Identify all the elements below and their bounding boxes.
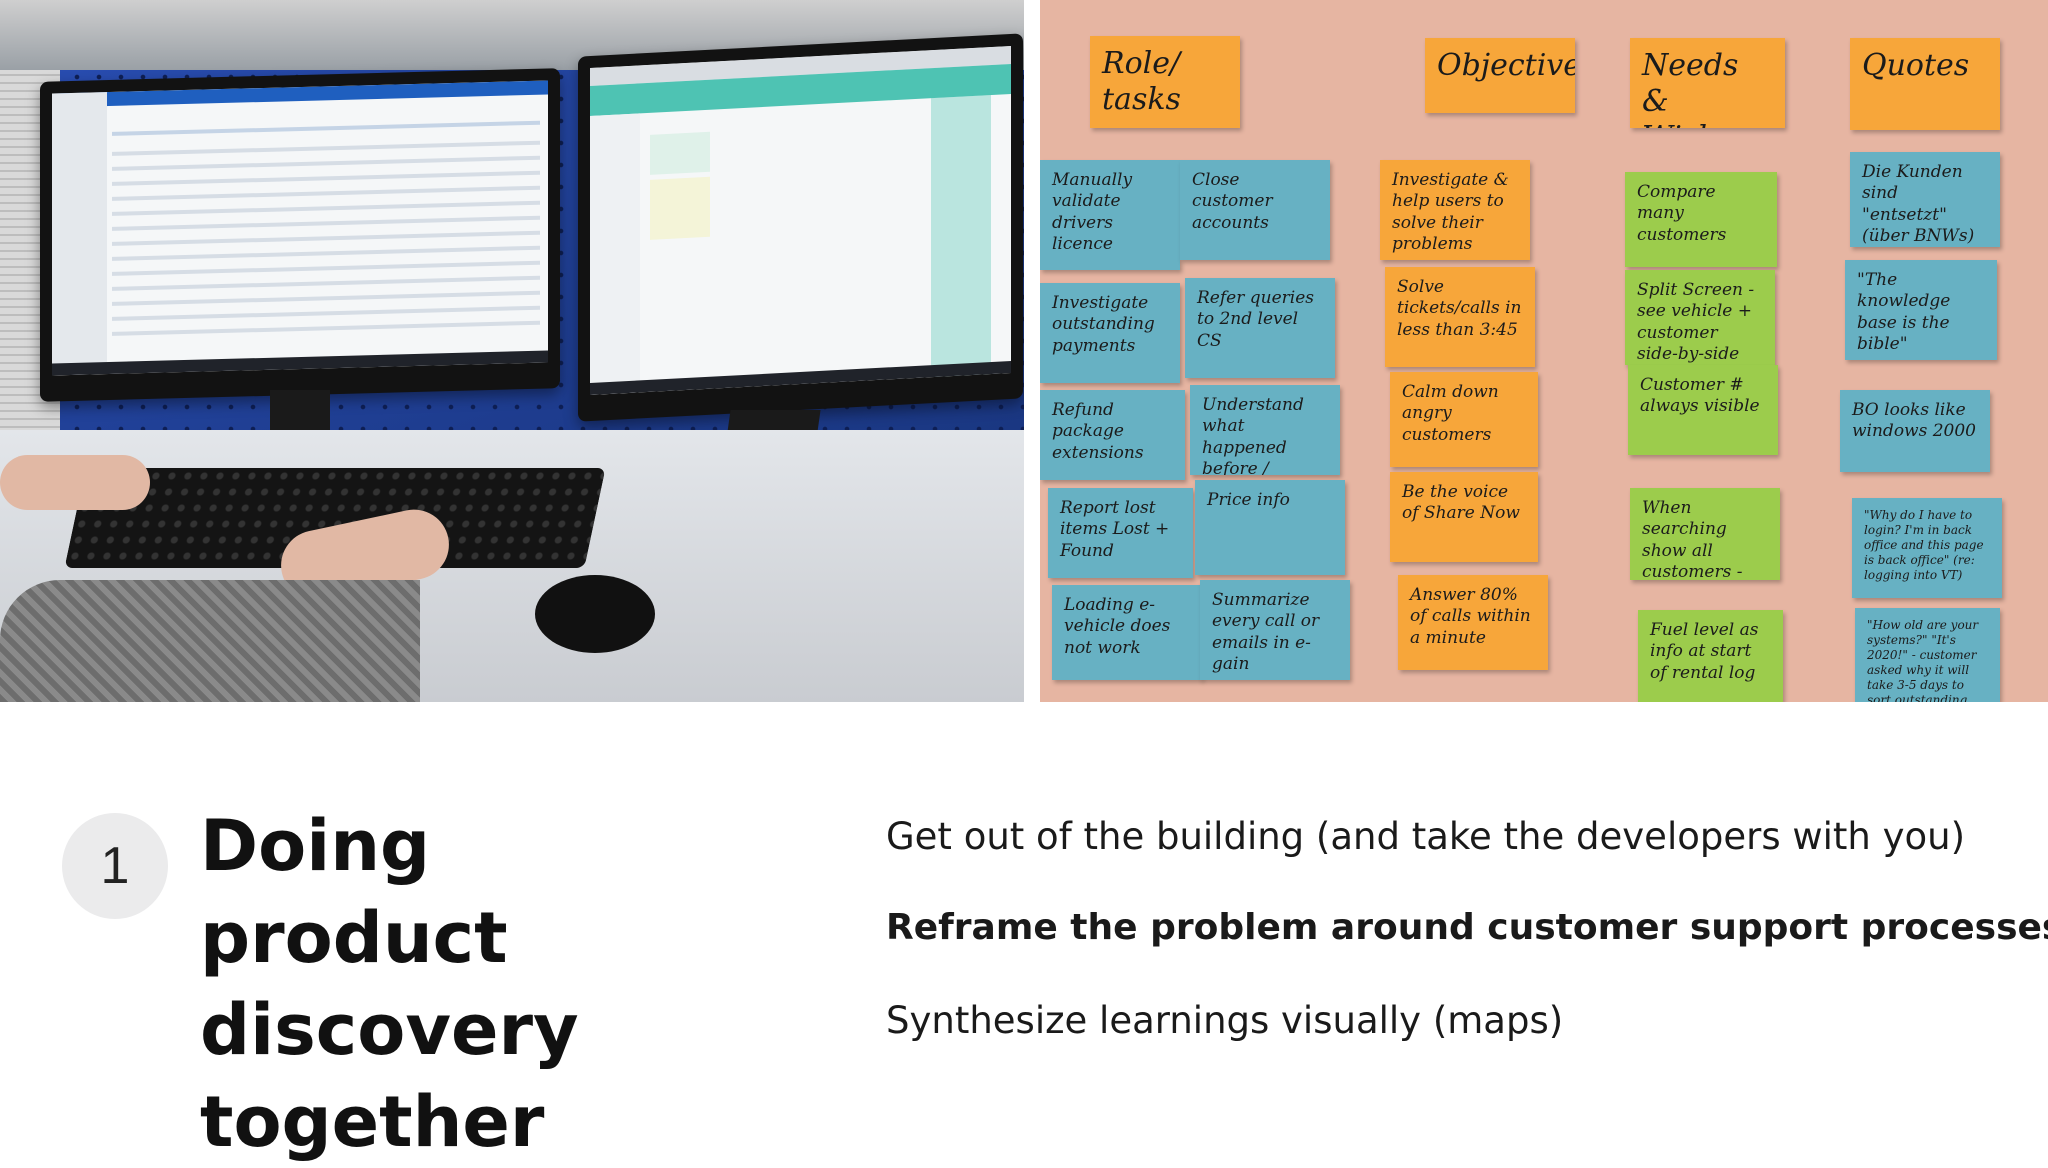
sticky-note: Be the voice of Share Now [1390, 472, 1538, 562]
sticky-note: Investigate & help users to solve their … [1380, 160, 1530, 260]
sticky-note: Die Kunden sind "entsetzt" (über BNWs) [1850, 152, 2000, 247]
sticky-note: Refer queries to 2nd level CS [1185, 278, 1335, 378]
header-note-quotes: Quotes [1850, 38, 2000, 130]
sticky-note: BO looks like windows 2000 [1840, 390, 1990, 472]
sticky-note: Split Screen - see vehicle + customer si… [1625, 270, 1775, 365]
sticky-note: Manually validate drivers licence [1040, 160, 1180, 270]
right-monitor [578, 33, 1023, 422]
left-monitor [40, 68, 560, 402]
photo-sticky-note-wall: Role/ tasks Manually validate drivers li… [1040, 0, 2048, 702]
mouse [535, 575, 655, 653]
photo-desk-monitors [0, 0, 1024, 702]
bullet-point: Synthesize learnings visually (maps) [886, 999, 1564, 1042]
sticky-note: Report lost items Lost + Found [1048, 488, 1193, 578]
sticky-note: Solve tickets/calls in less than 3:45 [1385, 267, 1535, 367]
sticky-note: "Why do I have to login? I'm in back off… [1852, 498, 2002, 598]
sticky-note: Answer 80% of calls within a minute [1398, 575, 1548, 670]
step-number-badge: 1 [62, 813, 168, 919]
sticky-note: Price info [1195, 480, 1345, 575]
bullet-point-highlighted: Reframe the problem around customer supp… [886, 907, 2048, 948]
sticky-note: Refund package extensions [1040, 390, 1185, 480]
sticky-note: Investigate outstanding payments [1040, 283, 1180, 383]
right-monitor-screen [590, 45, 1011, 396]
sticky-note: Loading e-vehicle does not work [1052, 585, 1202, 680]
sticky-note: Summarize every call or emails in e-gain [1200, 580, 1350, 680]
step-number: 1 [100, 837, 130, 895]
bullet-point: Get out of the building (and take the de… [886, 815, 1966, 858]
sticky-note: "The knowledge base is the bible" [1845, 260, 1997, 360]
sticky-note: "How old are your systems?" "It's 2020!"… [1855, 608, 2000, 702]
sticky-note: Calm down angry customers [1390, 372, 1538, 467]
sticky-note: Compare many customers [1625, 172, 1777, 267]
slide-title: Doing product discovery together [200, 805, 579, 1163]
sticky-note: Fuel level as info at start of rental lo… [1638, 610, 1783, 702]
left-hand [0, 455, 150, 510]
sweater-sleeve [0, 580, 420, 702]
header-note-needs-wishes: Needs & Wishes [1630, 38, 1785, 128]
header-note-role-tasks: Role/ tasks [1090, 36, 1240, 128]
header-note-objectives: Objectives [1425, 38, 1575, 113]
sticky-note: Customer # always visible [1628, 365, 1778, 455]
sticky-note: When searching show all customers - acti… [1630, 488, 1780, 580]
sticky-note: Close customer accounts [1180, 160, 1330, 260]
sticky-note: Understand what happened before / alread… [1190, 385, 1340, 475]
left-monitor-screen [52, 80, 548, 376]
